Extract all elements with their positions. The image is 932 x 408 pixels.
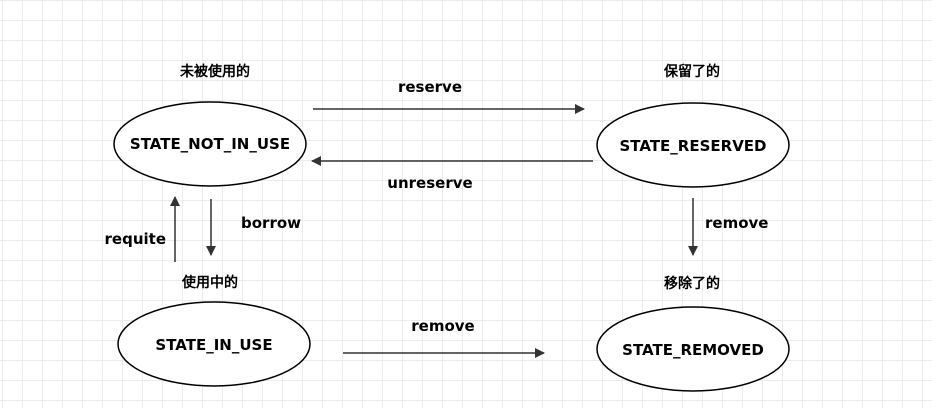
transition-reserve-label: reserve bbox=[398, 78, 462, 96]
state-not-in-use-label: STATE_NOT_IN_USE bbox=[130, 135, 290, 153]
state-in-use-shape bbox=[117, 301, 311, 387]
state-in-use-label: STATE_IN_USE bbox=[155, 336, 272, 354]
state-removed-label: STATE_REMOVED bbox=[622, 341, 764, 359]
transition-unreserve-label: unreserve bbox=[387, 174, 472, 192]
state-reserved-shape bbox=[596, 102, 790, 188]
state-removed[interactable]: STATE_REMOVED bbox=[596, 306, 790, 392]
transition-remove-from-in-use[interactable]: remove bbox=[343, 317, 545, 358]
transition-remove-from-reserved-label: remove bbox=[705, 214, 768, 232]
state-reserved-label: STATE_RESERVED bbox=[620, 137, 767, 155]
caption-reserved: 保留了的 bbox=[663, 63, 720, 80]
state-not-in-use-shape bbox=[113, 101, 307, 187]
transition-unreserve[interactable]: unreserve bbox=[311, 156, 593, 192]
state-reserved[interactable]: STATE_RESERVED bbox=[596, 102, 790, 188]
caption-removed: 移除了的 bbox=[664, 275, 720, 292]
caption-not-in-use: 未被使用的 bbox=[180, 63, 250, 80]
transition-requite[interactable]: requite bbox=[105, 196, 180, 262]
transition-remove-from-reserved[interactable]: remove bbox=[688, 198, 768, 256]
transition-remove-from-in-use-label: remove bbox=[411, 317, 474, 335]
state-in-use[interactable]: STATE_IN_USE bbox=[117, 301, 311, 387]
state-removed-shape bbox=[596, 306, 790, 392]
transition-borrow[interactable]: borrow bbox=[206, 199, 301, 256]
transition-borrow-label: borrow bbox=[241, 214, 301, 232]
state-not-in-use[interactable]: STATE_NOT_IN_USE bbox=[113, 101, 307, 187]
transition-reserve[interactable]: reserve bbox=[313, 78, 585, 114]
caption-in-use: 使用中的 bbox=[181, 274, 238, 291]
transition-requite-label: requite bbox=[105, 230, 166, 248]
